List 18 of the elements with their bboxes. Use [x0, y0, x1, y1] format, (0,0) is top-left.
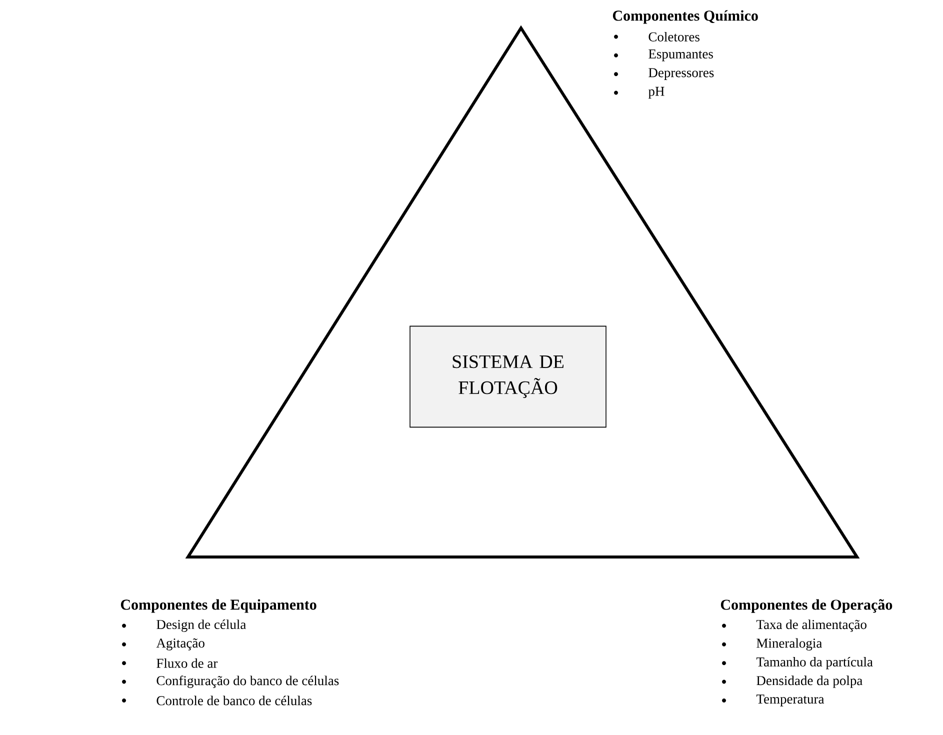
- list-item: Coletores: [648, 32, 700, 42]
- section-heading: Componentes de Operação: [720, 599, 892, 613]
- list-item: pH: [648, 86, 664, 99]
- list-item: Agitação: [156, 638, 204, 650]
- list-item: Configuração do banco de células: [156, 676, 339, 688]
- list-item: Espumantes: [648, 50, 713, 62]
- list-item: Controle de banco de células: [156, 696, 312, 706]
- section-heading: Componentes de Equipamento: [120, 599, 316, 613]
- system-box: SISTEMA DE FLOTAÇÃO: [410, 326, 606, 428]
- list-item: Temperatura: [756, 694, 824, 706]
- list-item: Design de célula: [156, 620, 246, 632]
- list-item: Depressores: [648, 68, 714, 80]
- list-item: Fluxo de ar: [156, 658, 218, 668]
- list-item: Taxa de alimentação: [756, 620, 866, 632]
- list-item: Densidade da polpa: [756, 676, 862, 688]
- list-item: Tamanho da partícula: [756, 656, 873, 670]
- section-heading: Componentes Químico: [612, 10, 758, 24]
- list-item: Mineralogia: [756, 638, 822, 651]
